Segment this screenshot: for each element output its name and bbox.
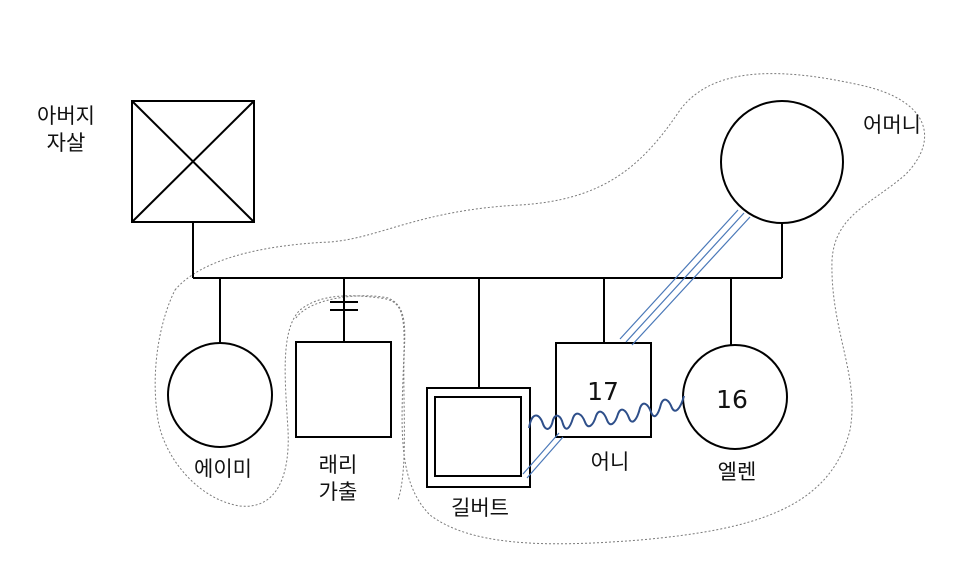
- ellen-label: 엘렌: [718, 460, 757, 484]
- arnie-symbol: [555, 342, 652, 438]
- conflict-zigzag-line: [528, 395, 685, 430]
- arnie-age: 17: [587, 377, 619, 406]
- father-label-line2: 자살: [47, 131, 86, 155]
- gilbert-label: 길버트: [451, 496, 509, 520]
- larry-label-line2: 가출: [319, 480, 358, 504]
- gilbert-symbol: [426, 387, 531, 488]
- father-label-line1: 아버지: [37, 104, 95, 128]
- mother-label: 어머니: [863, 113, 921, 137]
- larry-symbol: [295, 341, 392, 438]
- father-symbol: [131, 100, 255, 223]
- arnie-label: 어니: [591, 450, 630, 474]
- household-boundary: [154, 73, 926, 545]
- amy-label: 에이미: [194, 457, 252, 481]
- larry-label-line1: 래리: [319, 453, 358, 477]
- mother-symbol: [720, 100, 844, 224]
- larry-boundary: [295, 295, 406, 501]
- amy-symbol: [167, 342, 273, 448]
- ellen-age: 16: [716, 385, 748, 414]
- gilbert-arnie-alliance-lines: [522, 432, 564, 479]
- mother-arnie-alliance-lines: [619, 209, 751, 346]
